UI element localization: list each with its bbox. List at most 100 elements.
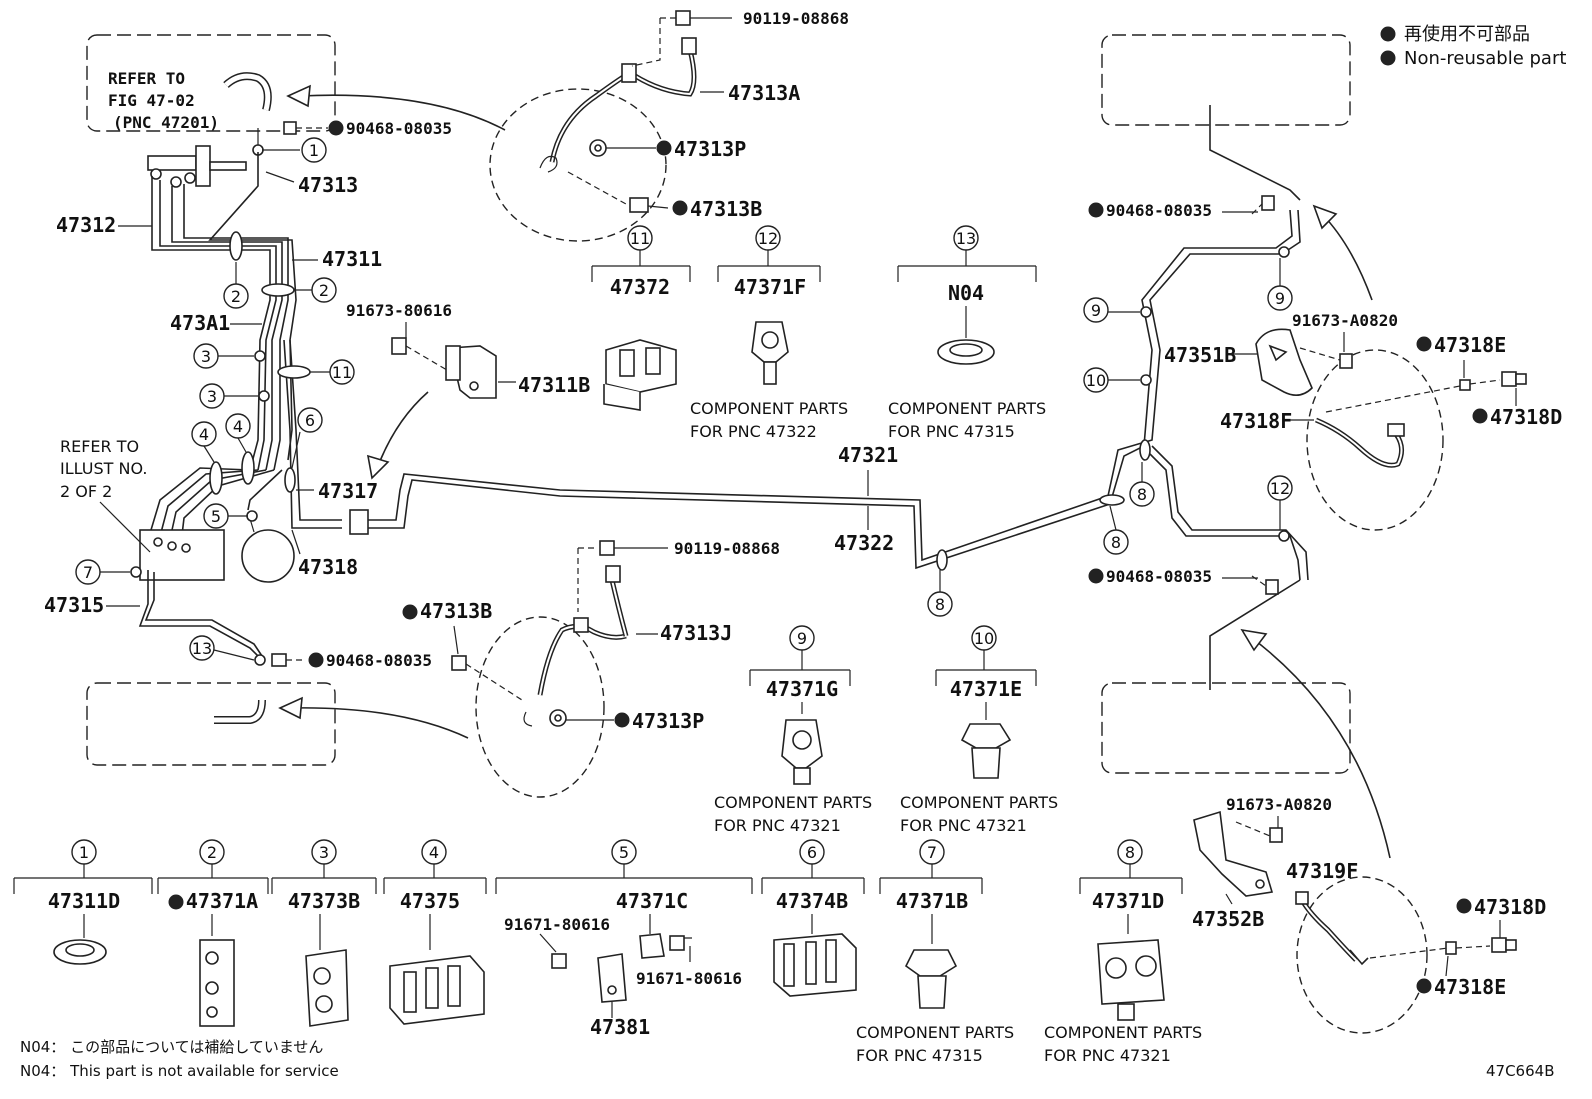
callout-6 xyxy=(297,407,323,433)
nonreusable-dot-icon xyxy=(308,652,324,668)
callout-8 xyxy=(1129,481,1155,507)
svg-text:47311D: 47311D xyxy=(48,889,120,913)
bolt-icon xyxy=(451,655,467,671)
front-right-hose-detail xyxy=(1306,349,1444,531)
nonreusable-dot-icon xyxy=(1088,202,1104,218)
svg-text:7: 7 xyxy=(927,843,937,862)
svg-text:5: 5 xyxy=(211,507,221,526)
refer-fig-line3: (PNC 47201) xyxy=(113,113,219,132)
bolt-icon xyxy=(629,197,649,213)
svg-text:12: 12 xyxy=(758,229,778,248)
bolt-icon xyxy=(1269,827,1283,843)
legend: 再使用不可部品 Non-reusable part xyxy=(1380,24,1566,69)
bracket-47352B xyxy=(1193,810,1283,897)
legend-jp: 再使用不可部品 xyxy=(1404,24,1530,45)
svg-text:2: 2 xyxy=(207,843,217,862)
clamp-47311B xyxy=(391,337,516,399)
nonreusable-dot-icon xyxy=(656,140,672,156)
front-left-hose-detail xyxy=(489,88,667,242)
label-47315: 47315 xyxy=(44,593,104,617)
arrow-to-front-left xyxy=(299,94,506,131)
svg-text:10: 10 xyxy=(1086,371,1106,390)
svg-text:47375: 47375 xyxy=(400,889,460,913)
svg-text:6: 6 xyxy=(807,843,817,862)
kit-11: 11 47372 xyxy=(591,225,691,411)
arrow-to-front-right xyxy=(1321,213,1373,301)
kit-5: 5 47371C 91671-80616 91671-80616 47381 xyxy=(495,839,753,1039)
diagram-code: 47C664B xyxy=(1486,1062,1554,1080)
legend-en: Non-reusable part xyxy=(1404,48,1566,69)
label-47311: 47311 xyxy=(322,247,382,271)
nonreusable-dot-icon xyxy=(168,894,184,910)
callout-8 xyxy=(1103,529,1129,555)
bolt-icon xyxy=(391,337,407,355)
svg-text:8: 8 xyxy=(1111,533,1121,552)
svg-text:8: 8 xyxy=(1137,485,1147,504)
svg-text:47374B: 47374B xyxy=(776,889,848,913)
nonreusable-dot-icon xyxy=(1472,408,1488,424)
label-47318: 47318 xyxy=(298,555,358,579)
svg-text:FOR PNC 47321: FOR PNC 47321 xyxy=(900,816,1027,835)
callout-2 xyxy=(223,283,249,309)
kit-4: 4 47375 xyxy=(383,839,487,1025)
label-47322: 47322 xyxy=(834,531,894,555)
front-right-hose xyxy=(1315,371,1527,468)
label-47313J: 47313J xyxy=(660,621,732,645)
svg-text:11: 11 xyxy=(630,229,650,248)
label-47317: 47317 xyxy=(318,479,378,503)
svg-text:13: 13 xyxy=(192,639,212,658)
kit-10: 10 47371E COMPONENT PARTS FOR PNC 47321 xyxy=(900,625,1058,835)
svg-text:COMPONENT PARTS: COMPONENT PARTS xyxy=(856,1023,1014,1042)
callout-4 xyxy=(225,413,251,439)
svg-text:47373B: 47373B xyxy=(288,889,360,913)
label-47313B-bot: 47313B xyxy=(420,599,492,623)
svg-text:9: 9 xyxy=(1275,289,1285,308)
label-47318D-top: 47318D xyxy=(1490,405,1562,429)
svg-text:N04: N04 xyxy=(948,281,984,305)
bolt-icon xyxy=(1501,371,1517,387)
rear-left-hose xyxy=(451,540,668,727)
label-47313: 47313 xyxy=(298,173,358,197)
svg-text:5: 5 xyxy=(619,843,629,862)
label-47313P-top: 47313P xyxy=(674,137,746,161)
kit-9: 9 47371G COMPONENT PARTS FOR PNC 47321 xyxy=(714,625,872,835)
label-90119-bot: 90119-08868 xyxy=(674,539,780,558)
svg-text:FOR PNC 47315: FOR PNC 47315 xyxy=(888,422,1015,441)
arrow-head-icon xyxy=(286,84,311,108)
svg-text:91671-80616: 91671-80616 xyxy=(504,915,610,934)
kit-1: 1 47311D xyxy=(13,839,153,965)
svg-text:47371D: 47371D xyxy=(1092,889,1164,913)
bolt-icon xyxy=(1339,353,1353,369)
svg-text:FOR PNC 47315: FOR PNC 47315 xyxy=(856,1046,983,1065)
rear-right-caliper-box xyxy=(1101,682,1351,774)
svg-text:47381: 47381 xyxy=(590,1015,650,1039)
label-473A1: 473A1 xyxy=(170,311,230,335)
refer-illust-line2: ILLUST NO. xyxy=(60,459,147,478)
svg-text:6: 6 xyxy=(305,411,315,430)
callout-7 xyxy=(75,559,101,585)
svg-text:1: 1 xyxy=(309,141,319,160)
nonreusable-dot-icon xyxy=(1416,336,1432,352)
kit-13: 13 N04 COMPONENT PARTS FOR PNC 47315 xyxy=(888,225,1046,441)
label-90468-left-bot: 90468-08035 xyxy=(326,651,432,670)
svg-text:9: 9 xyxy=(1091,301,1101,320)
svg-text:10: 10 xyxy=(974,629,994,648)
rear-left-hose-detail xyxy=(475,616,605,798)
label-90468-left-top: 90468-08035 xyxy=(346,119,452,138)
note-jp: N04： この部品については補給していません xyxy=(20,1038,323,1056)
rear-right-hose-detail xyxy=(1296,876,1428,1034)
front-left-caliper-box xyxy=(86,34,336,132)
nonreusable-dot-icon xyxy=(1088,568,1104,584)
svg-text:3: 3 xyxy=(207,387,217,406)
arrow-to-clamp xyxy=(377,391,429,467)
front-right-caliper-box xyxy=(1101,34,1351,126)
kit-3: 3 47373B xyxy=(271,839,377,1027)
svg-text:12: 12 xyxy=(1270,479,1290,498)
bolt-icon xyxy=(551,953,567,969)
svg-text:91671-80616: 91671-80616 xyxy=(636,969,742,988)
svg-text:COMPONENT PARTS: COMPONENT PARTS xyxy=(690,399,848,418)
label-90119-top: 90119-08868 xyxy=(743,9,849,28)
callout-12 xyxy=(1267,475,1293,501)
kit-6: 6 47374B xyxy=(761,839,865,997)
